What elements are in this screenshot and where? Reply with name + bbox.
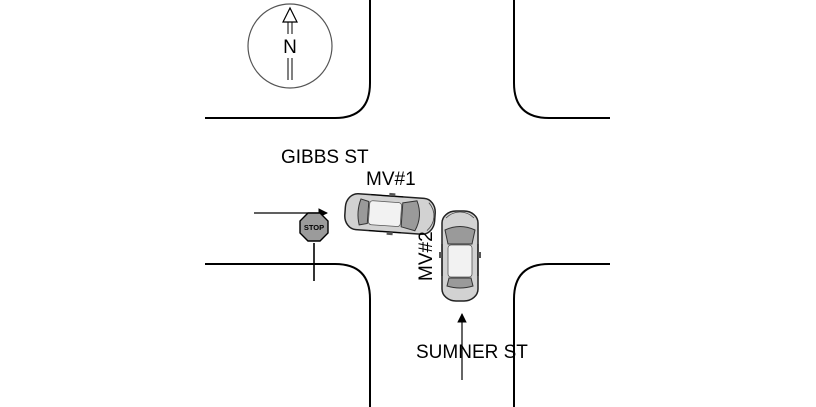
stop-sign: STOP [299, 212, 329, 281]
compass: N [247, 3, 333, 89]
north-arrow-icon [282, 6, 298, 80]
road-edge-south-west [205, 263, 371, 407]
compass-circle [247, 3, 333, 89]
vehicle-mv2 [438, 210, 482, 302]
road-edge-north-west [205, 0, 371, 119]
vehicle-label-mv1: MV#1 [366, 169, 416, 190]
stop-sign-face [299, 212, 329, 242]
road-edge-north-east [513, 0, 610, 119]
stop-sign-text: STOP [304, 223, 324, 232]
road-edge-south-east [513, 263, 610, 407]
street-label-gibbs: GIBBS ST [281, 147, 369, 168]
vehicle-label-mv2: MV#2 [416, 231, 437, 281]
street-label-sumner: SUMNER ST [416, 342, 528, 363]
compass-letter: N [283, 37, 297, 58]
vehicle-mv1 [342, 189, 438, 239]
